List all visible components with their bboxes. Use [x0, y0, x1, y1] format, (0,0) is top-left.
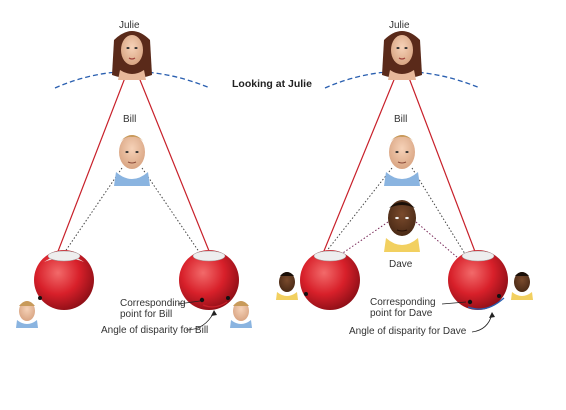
bill-view-right-eye — [230, 301, 252, 328]
horopter-arc-left — [54, 70, 211, 89]
corresponding-label-bill-line2: point for Bill — [120, 309, 173, 320]
bill-view-left-eye — [16, 301, 38, 328]
corresponding-label-dave-line2: point for Dave — [370, 308, 433, 319]
corresponding-label-bill-line1: Corresponding — [120, 298, 186, 309]
sight-line-right-eye-2 — [405, 69, 483, 271]
julie-label-right: Julie — [389, 20, 410, 31]
dave-view-left-eye — [276, 272, 298, 300]
left-eye-2 — [300, 250, 360, 310]
bill-label-right: Bill — [394, 114, 408, 125]
disparity-label-dave: Angle of disparity for Dave — [349, 326, 467, 337]
dave-view-right-eye — [511, 272, 533, 300]
diagram-title: Looking at Julie — [232, 78, 312, 90]
left-eye — [34, 250, 94, 310]
disparity-arc-left — [202, 301, 228, 308]
disparity-arc-right — [467, 297, 505, 310]
dotted-line-bill-right-2 — [411, 167, 471, 263]
julie-label-left: Julie — [119, 20, 140, 31]
julie-face-right — [382, 31, 422, 80]
left-panel — [16, 31, 252, 331]
dotted-line-bill-left — [57, 167, 123, 263]
right-panel — [276, 31, 533, 333]
dotted-line-bill-left-2 — [317, 167, 393, 263]
corresponding-label-dave-line1: Corresponding — [370, 297, 436, 308]
right-eye-2 — [448, 250, 508, 310]
right-eye — [179, 250, 239, 310]
dave-label: Dave — [389, 259, 413, 270]
dave-face — [384, 200, 420, 252]
bill-face-right — [384, 135, 420, 186]
julie-face-left — [112, 31, 152, 80]
bill-label-left: Bill — [123, 114, 137, 125]
dotted-line-bill-right — [141, 167, 207, 263]
bill-face-left — [114, 135, 150, 186]
disparity-label-bill: Angle of disparity for Bill — [101, 325, 209, 336]
horopter-arc-right — [324, 70, 481, 89]
